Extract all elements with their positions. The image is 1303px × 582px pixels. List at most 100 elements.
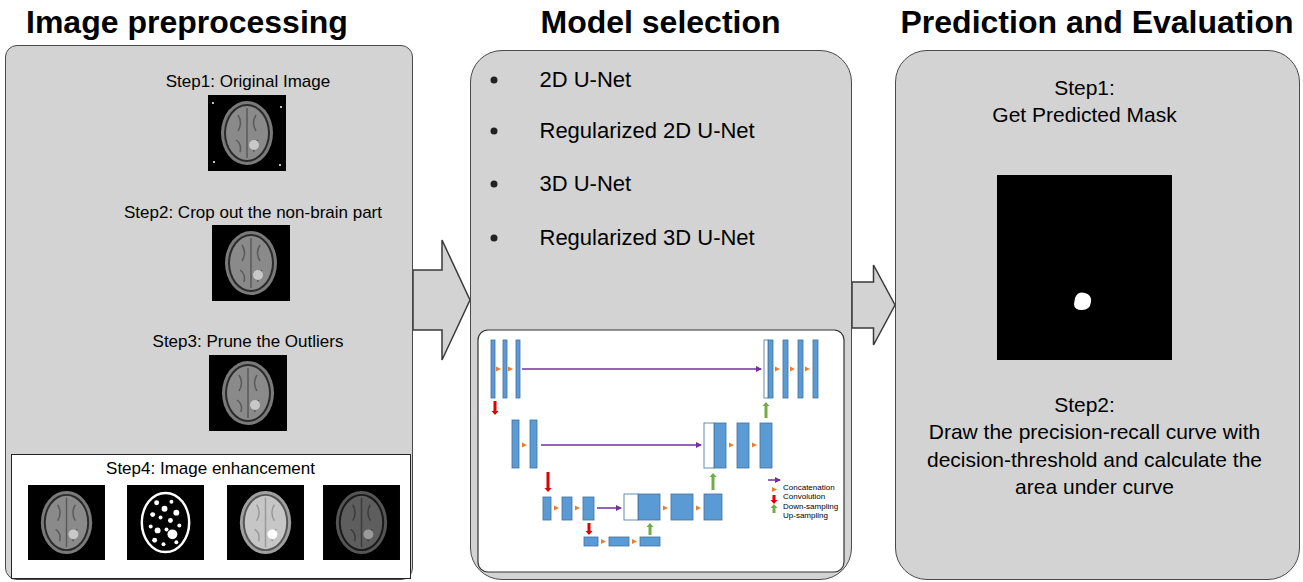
unet-illustration (783, 340, 788, 398)
step-box: Step4: Image enhancement (11, 454, 411, 579)
unet-illustration (597, 507, 621, 509)
model-name: Regularized 2D U-Net (540, 118, 755, 144)
unet-illustration (491, 340, 818, 546)
unet-illustration (530, 420, 537, 468)
unet-illustration (508, 367, 513, 372)
unet-illustration (798, 340, 803, 398)
enhanced-image (127, 485, 204, 560)
model-name: 2D U-Net (540, 67, 632, 93)
unet-illustration (696, 506, 701, 511)
step-label: Step1: (1054, 74, 1115, 101)
unet-illustration (516, 340, 520, 398)
mri-image (213, 161, 215, 163)
legend-sample (771, 495, 778, 504)
legend-label: Convolution (783, 492, 825, 501)
legend-sample (768, 480, 780, 513)
unet-illustration (541, 444, 701, 446)
unet-illustration (704, 494, 722, 520)
unet-illustration (491, 340, 495, 398)
unet-illustration (522, 369, 761, 508)
enhanced-image (127, 485, 204, 560)
unet-illustration (583, 497, 594, 520)
model-name: 3D U-Net (540, 171, 632, 197)
unet-illustration (522, 368, 761, 370)
unet-illustration (764, 340, 768, 398)
step-description: Draw the precision-recall curve with dec… (919, 418, 1271, 501)
unet-illustration (609, 537, 629, 546)
unet-illustration (710, 473, 717, 490)
unet-illustration (632, 539, 637, 544)
panel-heading: Image preprocessing (26, 3, 348, 41)
panel-box: Prediction and EvaluationStep1:Get Predi… (895, 50, 1300, 580)
unet-illustration (813, 340, 818, 398)
step-description: Get Predicted Mask (992, 101, 1176, 128)
unet-illustration (624, 340, 768, 520)
unet-illustration (496, 367, 501, 372)
unet-illustration (760, 423, 772, 468)
unet-illustration (647, 523, 654, 535)
unet-illustration (790, 367, 795, 372)
step-label: Step4: Image enhancement (106, 458, 315, 480)
legend-label: Up-sampling (783, 511, 828, 520)
step-label: Step1: Original Image (166, 71, 330, 93)
bullet-dot (491, 77, 498, 242)
unet-illustration (775, 367, 780, 372)
unet-illustration (763, 402, 770, 418)
unet-illustration (729, 443, 734, 448)
unet-illustration (554, 506, 559, 511)
enhanced-image (28, 485, 105, 560)
block-arrow (852, 265, 895, 345)
unet-illustration (704, 423, 714, 468)
unet-illustration (492, 401, 593, 535)
mri-image (209, 355, 287, 431)
enhanced-image (227, 485, 304, 560)
unet-illustration (562, 497, 572, 520)
enhanced-image (28, 485, 105, 560)
step-label: Step3: Prune the Outliers (153, 331, 344, 353)
unet-illustration (575, 506, 580, 511)
mri-image (279, 164, 281, 166)
unet-illustration (768, 340, 773, 398)
mri-image (212, 225, 290, 301)
unet-illustration (624, 494, 638, 520)
bullet-dot (491, 128, 498, 135)
unet-illustration (492, 401, 499, 415)
predicted-mask (997, 175, 1172, 360)
model-name: Regularized 3D U-Net (540, 225, 755, 251)
legend-sample (768, 479, 780, 481)
legend-label: Concatenation (783, 483, 835, 492)
block-arrow (413, 240, 470, 360)
bullet-dot (491, 77, 498, 84)
predicted-mask (997, 175, 1172, 360)
unet-illustration (584, 537, 598, 546)
unet-illustration (638, 494, 660, 520)
unet-illustration (714, 423, 726, 468)
unet-illustration (512, 420, 519, 468)
mri-image (208, 95, 286, 171)
mri-image (209, 355, 287, 431)
unet-illustration (752, 443, 757, 448)
enhanced-image (323, 485, 400, 560)
step-label: Step2: Crop out the non-brain part (124, 202, 382, 224)
unet-illustration (503, 340, 507, 398)
mri-image (280, 106, 282, 108)
mri-image (208, 95, 286, 171)
bullet-dot (491, 181, 498, 188)
unet-illustration (586, 523, 593, 535)
unet-illustration (640, 537, 660, 546)
mri-image (212, 102, 282, 166)
panel-heading: Prediction and Evaluation (901, 3, 1294, 41)
unet-illustration (545, 472, 552, 492)
unet-illustration (737, 423, 749, 468)
legend-sample (772, 487, 777, 492)
panel-heading: Model selection (540, 3, 780, 41)
bullet-dot (491, 235, 498, 242)
unet-illustration (543, 497, 551, 520)
predicted-mask (1074, 293, 1091, 310)
unet-illustration (601, 539, 606, 544)
unet-illustration (491, 340, 818, 546)
legend-label: Down-sampling (783, 502, 838, 511)
unet-illustration (496, 367, 810, 545)
enhanced-image (323, 485, 400, 560)
unet-illustration (805, 367, 810, 372)
